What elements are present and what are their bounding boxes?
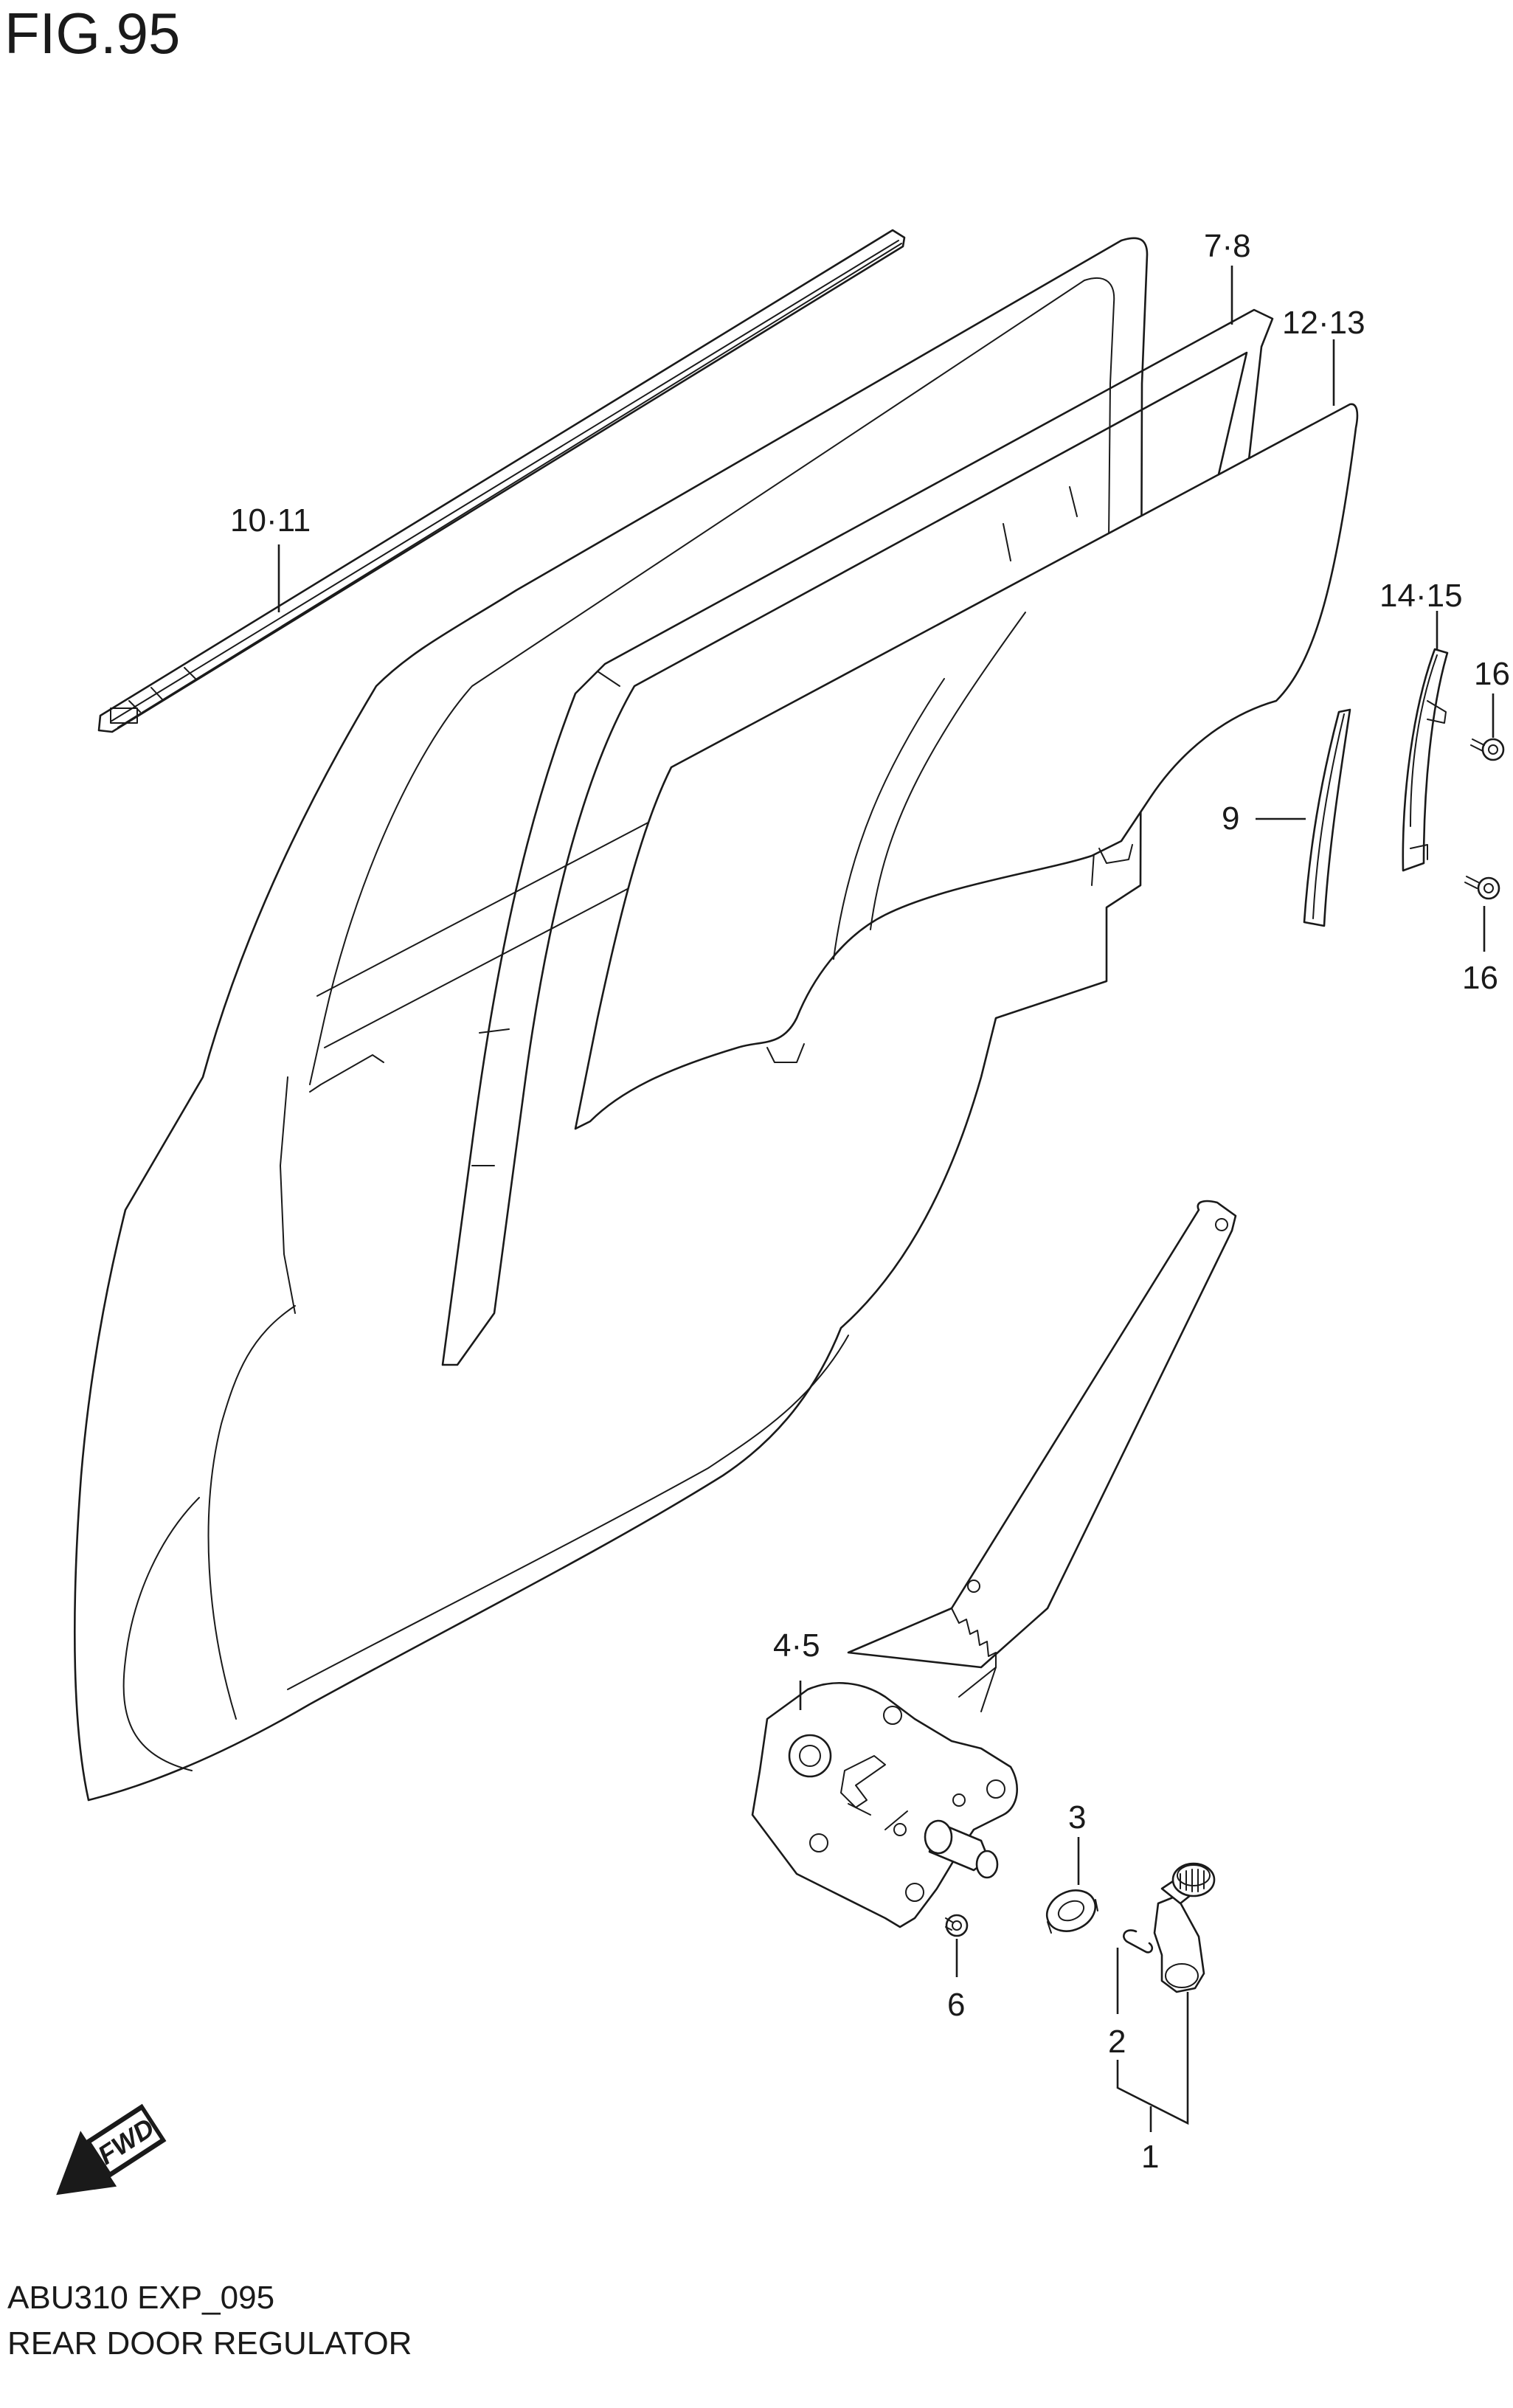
rear-sash-channel-part[interactable] (1303, 708, 1351, 927)
callout-12-13: 12·13 (1282, 305, 1365, 341)
figure-code: ABU310 EXP_095 (7, 2280, 275, 2316)
callout-2: 2 (1108, 2024, 1126, 2060)
regulator-washer-part[interactable] (1040, 1883, 1102, 1939)
callout-1: 1 (1141, 2139, 1159, 2175)
callout-9: 9 (1222, 800, 1239, 837)
regulator-handle-part[interactable] (1153, 1862, 1216, 1993)
bolt-upper-part[interactable] (1470, 738, 1505, 761)
figure-title: FIG.95 (4, 1, 181, 66)
bolt-lower-part[interactable] (1464, 876, 1500, 900)
door-glass-part[interactable] (574, 403, 1359, 1130)
callout-16-lower: 16 (1462, 960, 1498, 996)
regulator-bolt-part[interactable] (945, 1914, 969, 1937)
callout-4-5: 4·5 (773, 1627, 820, 1664)
figure-name: REAR DOOR REGULATOR (7, 2325, 412, 2362)
fwd-direction-badge: FWD (56, 2103, 167, 2196)
callout-3: 3 (1068, 1799, 1086, 1836)
leader-lines (277, 266, 1495, 2132)
belt-weatherstrip-part[interactable] (97, 229, 906, 733)
callout-14-15: 14·15 (1379, 578, 1463, 614)
callout-16-upper: 16 (1474, 656, 1510, 692)
handle-clip-part[interactable] (1123, 1929, 1154, 1954)
callout-10-11: 10·11 (230, 502, 311, 539)
window-regulator-part[interactable] (751, 1200, 1237, 1928)
glass-guide-rail-part[interactable] (1402, 648, 1449, 872)
callout-7-8: 7·8 (1204, 228, 1251, 264)
callout-6: 6 (947, 1987, 965, 2023)
